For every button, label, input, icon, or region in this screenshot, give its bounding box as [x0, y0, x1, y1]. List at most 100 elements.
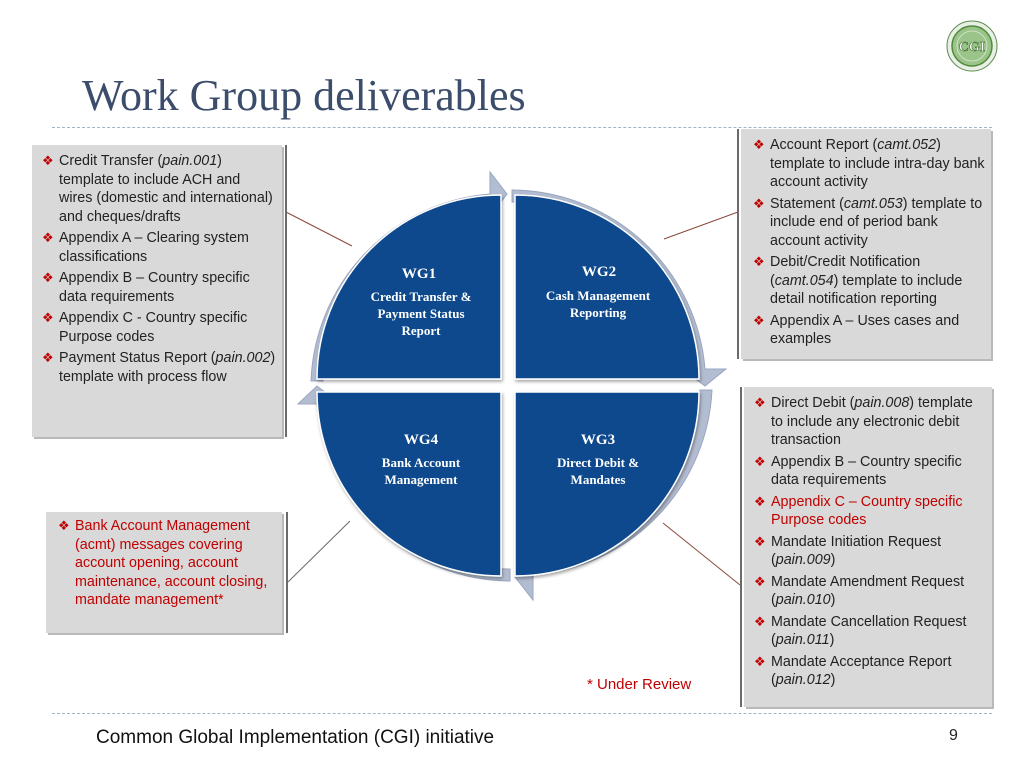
wg2-code: WG2	[582, 264, 616, 280]
wg1-box-rule	[285, 145, 287, 437]
wg3-line-2: Mandates	[571, 472, 626, 487]
diamond-bullet-icon: ❖	[753, 195, 765, 211]
message-code: camt.054	[774, 272, 834, 289]
wg3-line-1: Direct Debit &	[557, 455, 639, 470]
deliverable-item: ❖Direct Debit (pain.008) template to inc…	[754, 394, 986, 450]
wg3-box-rule	[740, 387, 742, 707]
deliverable-item: ❖ Credit Transfer (pain.001) template to …	[42, 152, 276, 226]
wg2-box-rule	[737, 129, 739, 359]
diamond-bullet-icon: ❖	[754, 613, 766, 629]
deliverable-text: Appendix B – Country specific data requi…	[771, 453, 962, 489]
logo-text: CGI	[959, 40, 985, 55]
deliverable-text: ) template with process flow	[59, 350, 276, 385]
connector-wg1	[285, 211, 353, 247]
deliverable-item: ❖ Appendix A – Uses cases and examples	[753, 312, 985, 349]
message-code: camt.053	[843, 195, 903, 212]
deliverable-text: ) template to include any electronic deb…	[771, 395, 973, 448]
deliverable-text: )	[829, 632, 835, 648]
cycle-ring	[296, 170, 728, 602]
diamond-bullet-icon: ❖	[42, 153, 54, 168]
diamond-bullet-icon: ❖	[42, 310, 54, 325]
diamond-bullet-icon: ❖	[753, 137, 765, 152]
deliverable-text: )	[830, 552, 836, 568]
wg1-line-3: Report	[402, 323, 442, 338]
deliverable-text: ) template to include intra-day bank acc…	[770, 137, 985, 190]
diamond-bullet-icon: ❖	[754, 573, 766, 589]
wg1-line-2: Payment Status	[377, 306, 464, 321]
wg1-code: WG1	[402, 266, 436, 282]
deliverable-item: ❖ Mandate Amendment Request (pain.010)	[754, 573, 986, 610]
deliverable-text: Appendix C – Country specific Purpose co…	[771, 493, 963, 529]
diamond-bullet-icon: ❖	[754, 453, 766, 469]
footer-divider	[52, 713, 992, 714]
deliverable-text: Bank Account Management (acmt) messages …	[75, 518, 268, 608]
deliverable-text: ) template to include detail notificatio…	[770, 272, 963, 308]
wg1-line-1: Credit Transfer &	[371, 289, 472, 304]
deliverable-item: ❖ Appendix C - Country specific Purpose c…	[42, 309, 276, 346]
deliverable-text: Appendix C - Country specific Purpose co…	[59, 310, 248, 345]
under-review-note: * Under Review	[587, 676, 692, 693]
title-divider	[52, 127, 992, 128]
diamond-bullet-icon: ❖	[42, 350, 54, 365]
connector-wg3	[662, 522, 741, 586]
quadrant-wg4	[316, 391, 502, 577]
wg4-line-2: Management	[385, 472, 459, 487]
connector-wg4	[287, 520, 351, 583]
message-code: pain.010	[775, 592, 831, 608]
message-code: pain.001	[162, 153, 218, 169]
diamond-bullet-icon: ❖	[754, 493, 766, 509]
deliverable-item: ❖ Statement (camt.053) template to includ…	[753, 195, 985, 251]
deliverable-text: Credit Transfer (	[59, 153, 163, 169]
deliverable-text: Statement (	[770, 195, 844, 212]
deliverable-text: Mandate Cancellation Request (	[771, 613, 967, 649]
diamond-bullet-icon: ❖	[753, 312, 765, 328]
deliverable-text: Mandate Amendment Request (	[771, 573, 965, 609]
deliverable-item: ❖ Appendix B – Country specific data requ…	[42, 269, 276, 306]
cgi-logo: CGI	[946, 20, 998, 72]
diamond-bullet-icon: ❖	[42, 270, 54, 285]
deliverable-text: Appendix A – Clearing system classificat…	[59, 230, 249, 265]
wg4-line-1: Bank Account	[382, 455, 461, 470]
message-code: pain.008	[854, 395, 910, 411]
deliverable-text: Appendix B – Country specific data requi…	[59, 270, 250, 305]
deliverable-item: ❖ Account Report (camt.052) template to i…	[753, 136, 985, 192]
wg3-code: WG3	[581, 432, 615, 448]
deliverable-item: ❖Payment Status Report (pain.002) templa…	[42, 349, 276, 386]
quadrant-wg1	[316, 194, 502, 380]
message-code: pain.011	[775, 632, 830, 648]
deliverable-text: Account Report (	[770, 137, 878, 153]
deliverable-item: ❖ Mandate Cancellation Request (pain.011)	[754, 613, 986, 650]
wg4-code: WG4	[404, 432, 439, 448]
deliverable-item: ❖Mandate Acceptance Report (pain.012)	[754, 653, 986, 690]
footer-text: Common Global Implementation (CGI) initi…	[96, 727, 495, 748]
deliverable-item: ❖ Appendix B – Country specific data requ…	[754, 453, 986, 490]
wg2-line-1: Cash Management	[546, 288, 651, 303]
quadrant-wg2	[514, 194, 700, 380]
deliverable-text: ) template to include ACH and wires (dom…	[59, 153, 273, 225]
quadrant-wg3	[514, 391, 700, 577]
deliverable-item: ❖ Appendix A – Clearing system classifica…	[42, 229, 276, 266]
message-code: pain.012	[775, 672, 831, 688]
deliverable-text: )	[830, 672, 836, 688]
deliverable-text: )	[830, 592, 836, 608]
message-code: camt.052	[877, 137, 937, 153]
deliverable-item: ❖Debit/Credit Notification (camt.054) te…	[753, 253, 985, 309]
deliverable-item: ❖Mandate Initiation Request (pain.009)	[754, 533, 986, 570]
wg2-deliverables-box: ❖Account Report (camt.052) template to i…	[741, 129, 991, 359]
diamond-bullet-icon: ❖	[58, 518, 70, 533]
deliverable-text: ) template to include end of period bank…	[770, 195, 983, 249]
page-title: Work Group deliverables	[82, 71, 526, 120]
diamond-bullet-icon: ❖	[42, 230, 54, 245]
wg2-line-2: Reporting	[570, 305, 627, 320]
deliverable-text: Appendix A – Uses cases and examples	[770, 312, 960, 348]
message-code: pain.009	[775, 552, 831, 568]
page-number: 9	[949, 727, 958, 744]
deliverable-text: Direct Debit (	[771, 395, 855, 411]
diamond-bullet-icon: ❖	[754, 533, 766, 549]
connector-wg2	[663, 211, 739, 240]
wg1-deliverables-box: ❖ Credit Transfer (pain.001) template to …	[32, 145, 282, 437]
deliverable-text: Debit/Credit Notification (	[770, 254, 921, 289]
message-code: pain.002	[215, 350, 271, 366]
